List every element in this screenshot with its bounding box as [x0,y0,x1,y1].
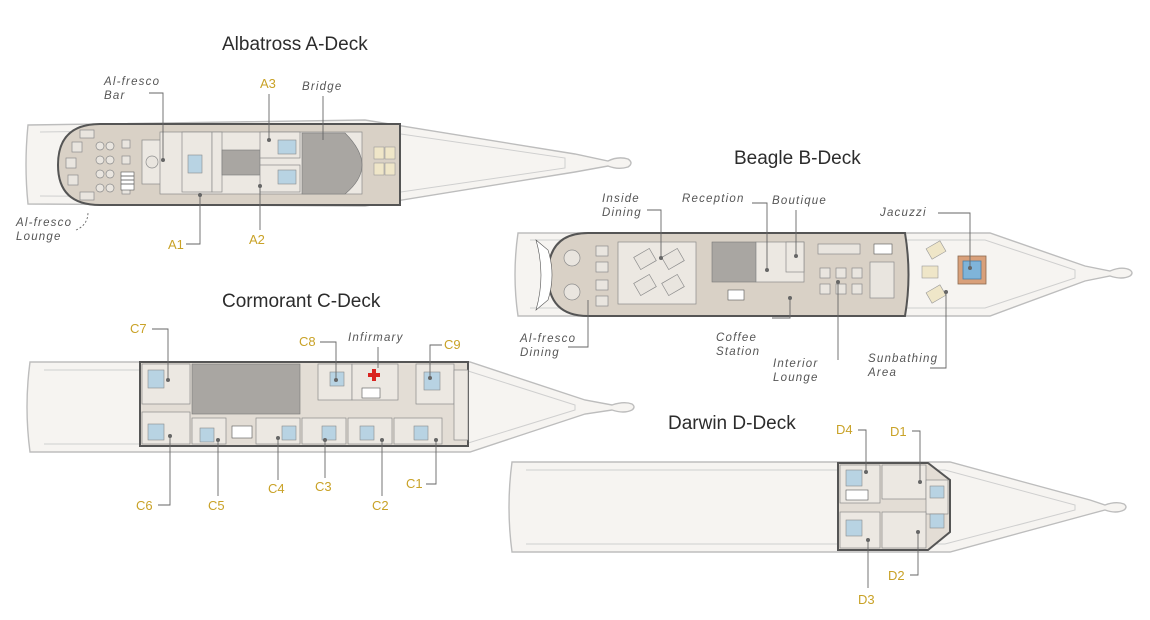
cormorant-c-deck: Cormorant C-Deck [26,291,635,513]
b-interior-label-1: Interior [773,358,818,370]
cabin-a3-label: A3 [260,76,276,91]
b-coffee-label-1: Coffee [716,332,757,344]
b-alfresco-label-1: Al-fresco [519,333,576,345]
c-deck-title: Cormorant C-Deck [222,291,381,312]
a-deck-lounge-furniture [65,129,135,201]
d-deck-hull [508,461,1127,553]
a-deck-bridge [301,132,363,195]
b-jacuzzi-label: Jacuzzi [879,207,927,219]
a-lounge-label-2: Lounge [16,231,62,243]
b-deck-title: Beagle B-Deck [734,148,861,169]
b-boutique-label: Boutique [772,195,827,207]
b-alfresco-label-2: Dining [520,347,560,359]
beagle-b-deck: Beagle B-Deck [514,148,1133,384]
cabin-d4-label: D4 [836,422,853,437]
cabin-c6-label: C6 [136,498,153,513]
a-bar-label-2: Bar [104,90,126,102]
cabin-c5-label: C5 [208,498,225,513]
b-reception-label: Reception [682,193,745,205]
c-deck-engine-block [191,363,301,415]
b-inside-label-1: Inside [602,193,640,205]
cabin-a2-label: A2 [249,232,265,247]
cabin-d1-label: D1 [890,424,907,439]
darwin-d-deck: Darwin D-Deck D4 D1 D2 D3 [508,413,1127,607]
cabin-c3-label: C3 [315,479,332,494]
b-sun-label-1: Sunbathing [868,353,938,365]
cabin-d3-label: D3 [858,592,875,607]
a-bridge-label: Bridge [302,81,342,93]
cabin-a1-label: A1 [168,237,184,252]
b-deck-inside-dining [617,241,697,305]
cabin-c1-label: C1 [406,476,423,491]
b-inside-label-2: Dining [602,207,642,219]
b-deck-lounge-seating [817,243,895,299]
cabin-c9-label: C9 [444,337,461,352]
b-deck-inside-tables [633,247,685,297]
cabin-c2-label: C2 [372,498,389,513]
d-deck-title: Darwin D-Deck [668,413,796,434]
c-deck-cabins [141,363,469,445]
b-sun-label-2: Area [867,367,897,379]
c-infirmary-label: Infirmary [348,332,404,344]
cabin-c8-label: C8 [299,334,316,349]
cabin-c4-label: C4 [268,481,285,496]
a-lounge-label-1: Al-fresco [15,217,72,229]
a-deck-title: Albatross A-Deck [222,34,368,55]
b-interior-label-2: Lounge [773,372,819,384]
b-deck-gray-block [711,241,757,283]
b-coffee-label-2: Station [716,346,760,358]
b-deck-alfresco-tables [563,245,609,307]
cabin-c7-label: C7 [130,321,147,336]
d-deck-cabins [839,464,949,549]
infirmary-cross-icon [368,369,380,381]
albatross-a-deck: Albatross A-Deck [15,34,632,252]
cabin-d2-label: D2 [888,568,905,583]
a-bar-label-1: Al-fresco [103,76,160,88]
